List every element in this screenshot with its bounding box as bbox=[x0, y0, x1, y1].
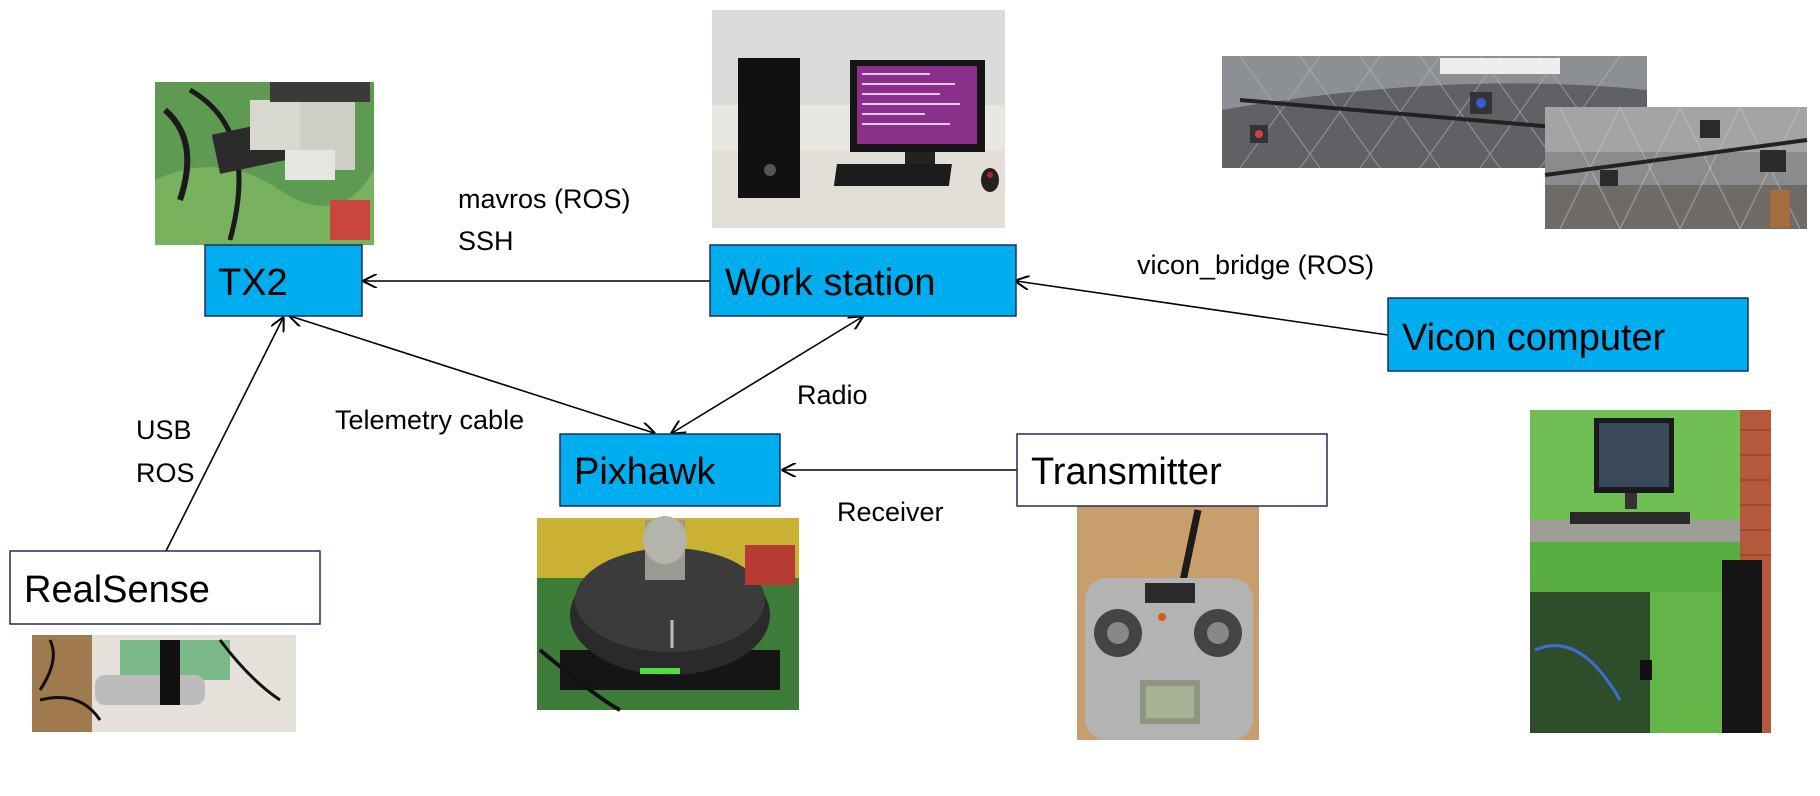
edge-workstation-pixhawk bbox=[672, 317, 862, 433]
workstation-photo bbox=[712, 10, 1005, 228]
node-realsense: RealSense bbox=[9, 550, 321, 625]
node-transmitter-label: Transmitter bbox=[1031, 451, 1222, 493]
edges bbox=[165, 281, 1389, 552]
label-usb: USB bbox=[136, 415, 192, 445]
vicon-cameras-photo bbox=[1222, 55, 1808, 230]
node-realsense-label: RealSense bbox=[24, 569, 210, 611]
tx2-photo bbox=[155, 82, 374, 245]
node-transmitter: Transmitter bbox=[1016, 433, 1328, 507]
node-workstation-label: Work station bbox=[725, 262, 935, 304]
label-receiver: Receiver bbox=[837, 497, 944, 527]
label-ssh: SSH bbox=[458, 226, 514, 256]
realsense-photo bbox=[32, 635, 296, 732]
node-workstation: Work station bbox=[709, 244, 1017, 317]
label-ros: ROS bbox=[136, 458, 195, 488]
label-telemetry-cable: Telemetry cable bbox=[335, 405, 524, 435]
edge-tx2-pixhawk bbox=[290, 316, 654, 433]
edge-realsense-to-tx2 bbox=[165, 318, 283, 552]
vicon-computer-photo bbox=[1530, 410, 1771, 733]
pixhawk-photo bbox=[537, 516, 799, 712]
label-vicon-bridge: vicon_bridge (ROS) bbox=[1137, 250, 1374, 280]
node-vicon-computer-label: Vicon computer bbox=[1402, 317, 1666, 359]
edge-vicon-to-workstation bbox=[1016, 281, 1389, 336]
node-tx2-label: TX2 bbox=[218, 262, 288, 304]
label-mavros: mavros (ROS) bbox=[458, 184, 631, 214]
label-radio: Radio bbox=[797, 380, 868, 410]
transmitter-photo bbox=[1077, 505, 1259, 740]
node-vicon-computer: Vicon computer bbox=[1387, 297, 1749, 372]
node-pixhawk-label: Pixhawk bbox=[574, 451, 716, 493]
node-tx2: TX2 bbox=[204, 244, 363, 317]
node-pixhawk: Pixhawk bbox=[559, 433, 781, 507]
